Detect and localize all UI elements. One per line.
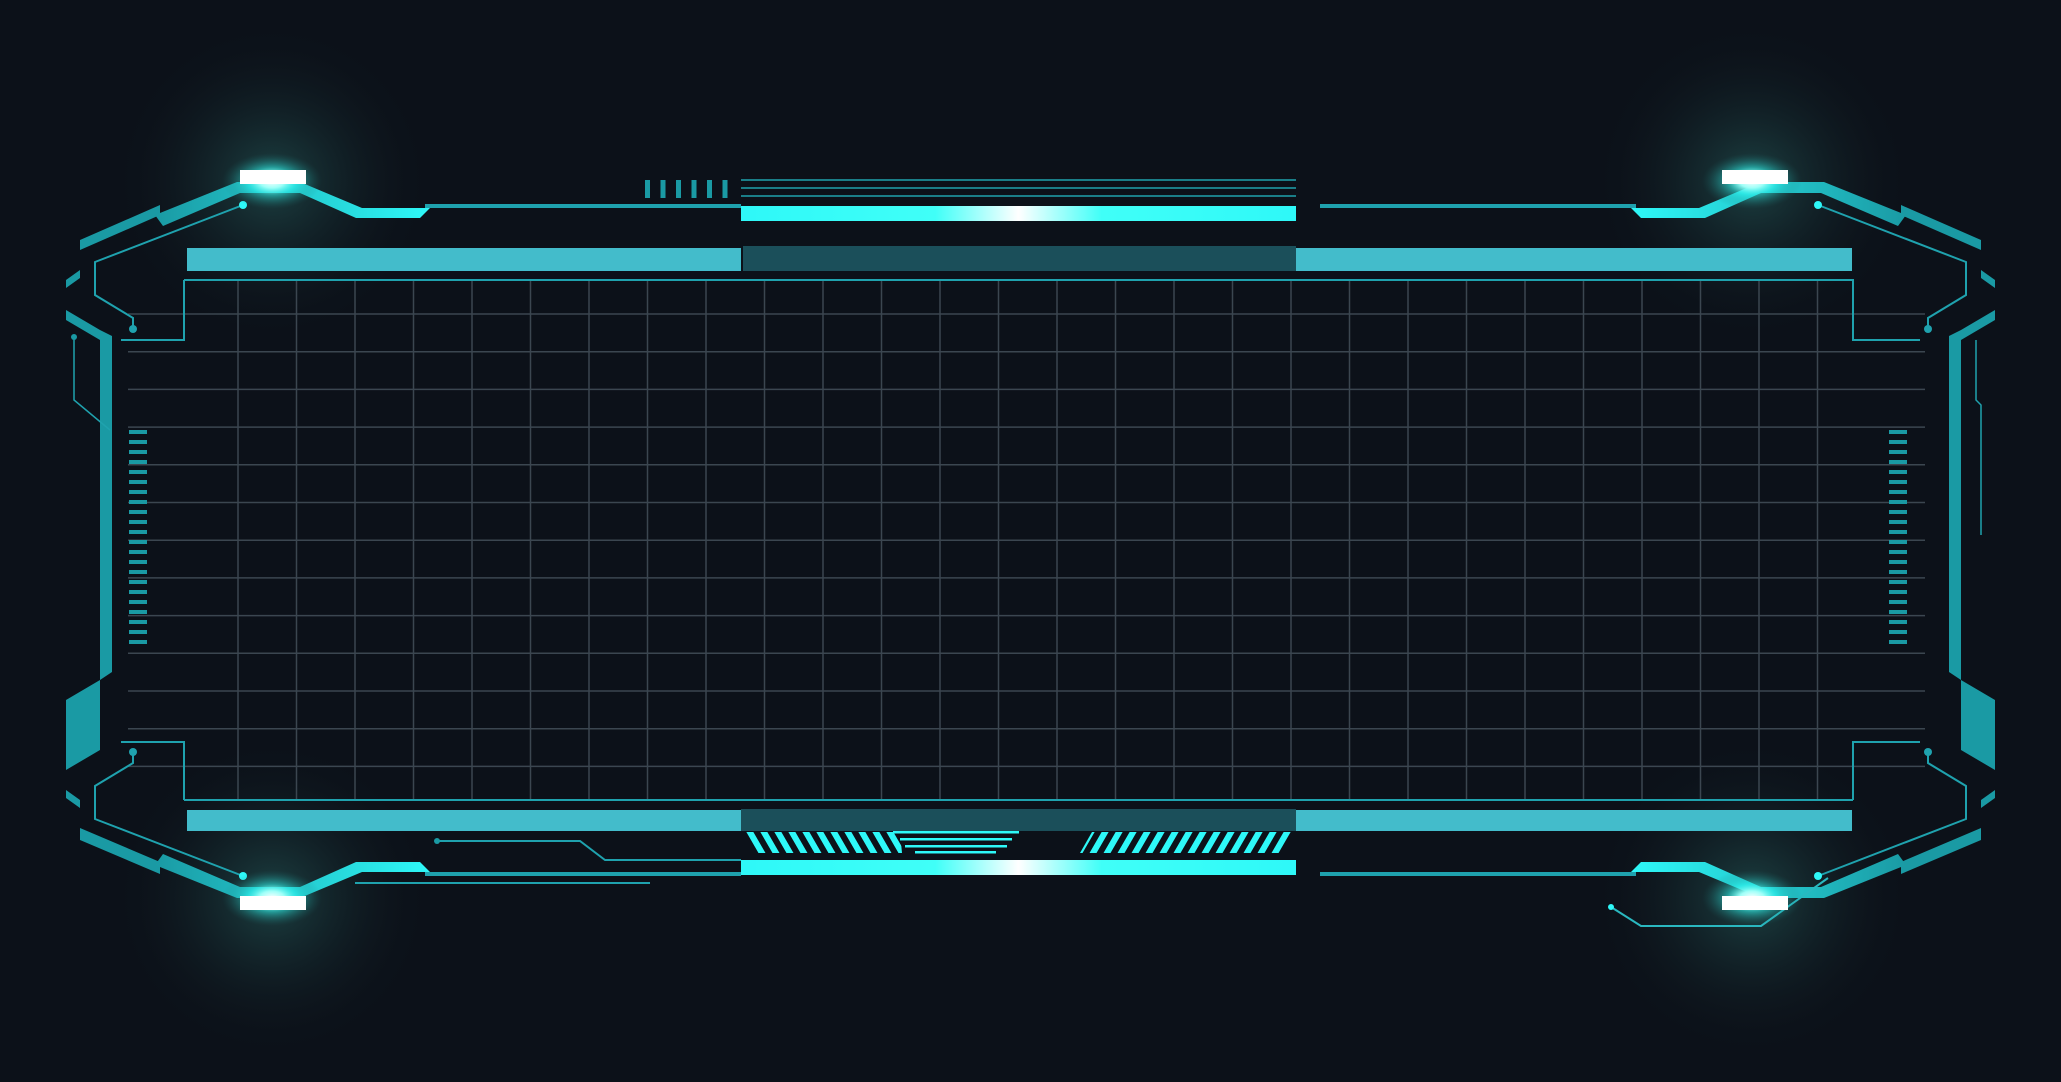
bottom-bar-right: [1296, 810, 1852, 831]
tick-mark-left: [129, 590, 147, 594]
grid-lines: [128, 280, 1925, 800]
tick-mark-left: [129, 530, 147, 534]
tick-mark-left: [129, 470, 147, 474]
tick-mark-right: [1889, 540, 1907, 544]
grid-panel: [121, 279, 1925, 801]
tick-mark-right: [1889, 520, 1907, 524]
tick-mark: [676, 180, 681, 198]
tick-mark-left: [129, 600, 147, 604]
hatch-right: [1080, 832, 1295, 853]
tick-mark-right: [1889, 470, 1907, 474]
tick-mark-right: [1889, 600, 1907, 604]
tick-mark-left: [129, 620, 147, 624]
top-bar-center: [743, 246, 1296, 271]
tick-mark-left: [129, 460, 147, 464]
bottom-glow-beam: [741, 860, 1296, 875]
tick-mark-right: [1889, 480, 1907, 484]
tick-mark-left: [129, 540, 147, 544]
tick-mark-right: [1889, 530, 1907, 534]
top-glow-beam: [741, 206, 1296, 221]
tick-mark-left: [129, 640, 147, 644]
tick-mark-left: [129, 520, 147, 524]
top-bar-left: [187, 248, 741, 271]
tick-mark: [660, 180, 666, 198]
tick-mark-right: [1889, 620, 1907, 624]
tick-mark-left: [129, 440, 147, 444]
tick-mark-right: [1889, 560, 1907, 564]
tick-mark-left: [129, 560, 147, 564]
bottom-footer: [187, 809, 1852, 875]
frame-right: [1320, 182, 1995, 927]
tick-mark-right: [1889, 440, 1907, 444]
frame-left: [66, 182, 741, 898]
bottom-bar-left: [187, 810, 741, 831]
tick-mark: [707, 180, 712, 198]
tick-mark-right: [1889, 430, 1907, 434]
tick-mark-right: [1889, 640, 1907, 644]
tick-mark-left: [129, 570, 147, 574]
tick-mark-right: [1889, 450, 1907, 454]
tick-mark-right: [1889, 490, 1907, 494]
tick-mark-left: [129, 480, 147, 484]
tick-mark-left: [129, 450, 147, 454]
grid-border: [121, 279, 1920, 801]
top-bar-right: [1296, 248, 1852, 271]
tick-mark: [722, 180, 728, 198]
tick-mark-left: [129, 430, 147, 434]
tick-mark-right: [1889, 590, 1907, 594]
tick-mark-left: [129, 510, 147, 514]
tick-mark-right: [1889, 510, 1907, 514]
tick-mark-right: [1889, 550, 1907, 554]
tick-mark-left: [129, 490, 147, 494]
tick-mark-right: [1889, 610, 1907, 614]
tick-mark-left: [129, 610, 147, 614]
tick-mark: [691, 180, 697, 198]
tick-mark-right: [1889, 580, 1907, 584]
hatch-left: [744, 832, 902, 853]
top-ticks: [645, 180, 728, 198]
tick-mark-left: [129, 500, 147, 504]
center-stripes: [893, 831, 1019, 854]
tick-mark-left: [129, 550, 147, 554]
tick-mark-right: [1889, 460, 1907, 464]
bottom-bar-center: [741, 809, 1296, 831]
tick-mark: [645, 180, 650, 198]
tick-mark-left: [129, 630, 147, 634]
side-ticks: [129, 430, 1907, 644]
tick-mark-right: [1889, 500, 1907, 504]
tick-mark-right: [1889, 630, 1907, 634]
top-header: [187, 179, 1852, 271]
corner-lights: [222, 153, 1802, 926]
tick-mark-right: [1889, 570, 1907, 574]
tick-mark-left: [129, 580, 147, 584]
